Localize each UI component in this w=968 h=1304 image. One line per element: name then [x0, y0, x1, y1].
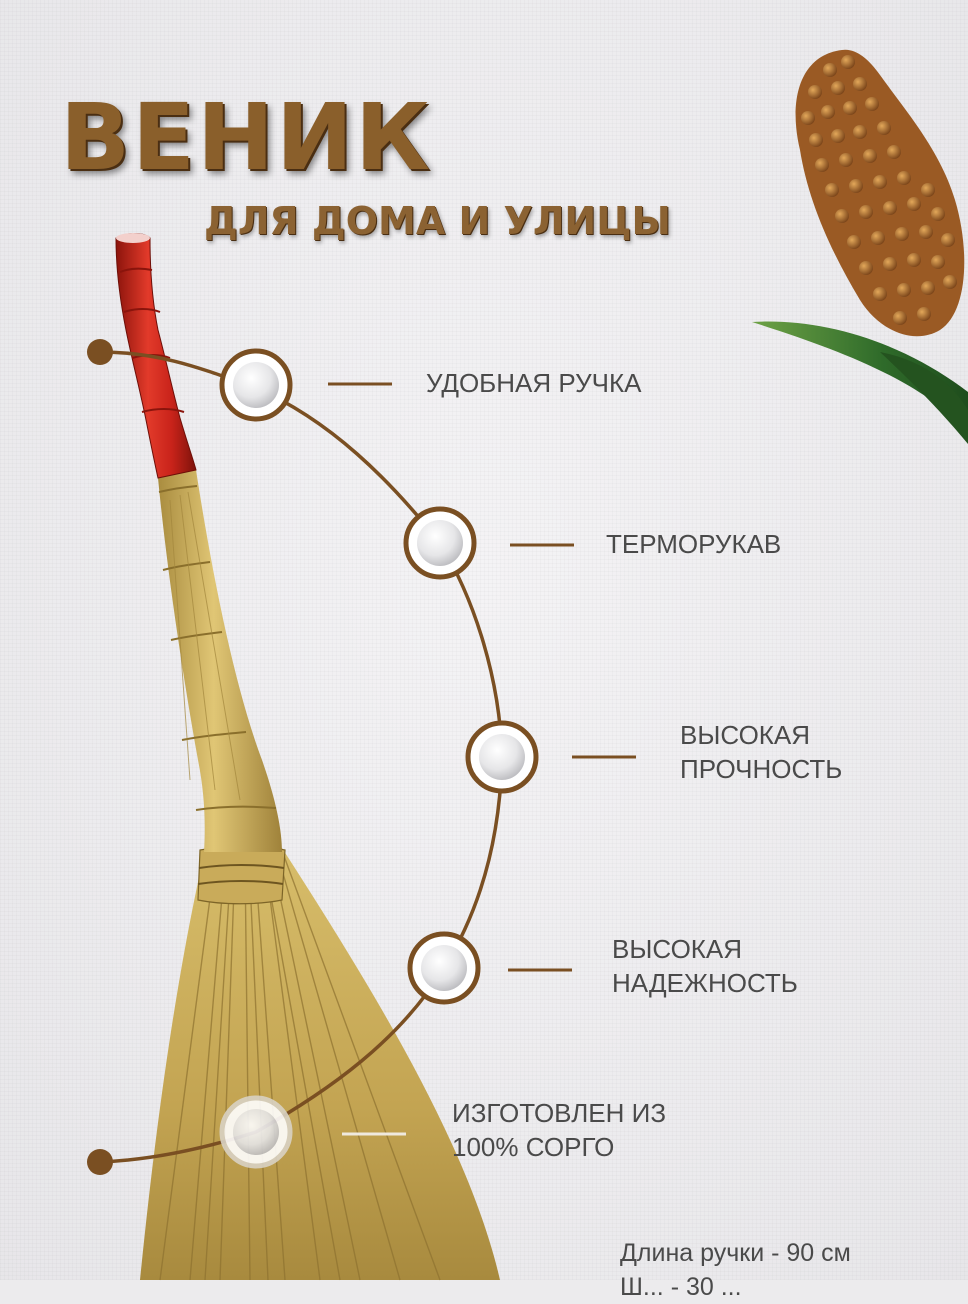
broom-bristle-lines [159, 855, 441, 1281]
sorghum-plant [752, 49, 968, 444]
feature-marker-strength [465, 720, 539, 794]
arc-end-dot-bottom [87, 1149, 113, 1175]
broom-handle-cap [116, 233, 150, 243]
feature-marker-sorghum [219, 1095, 293, 1169]
feature-marker-sleeve [403, 506, 477, 580]
product-specs: Длина ручки - 90 см Ш... - 30 ... [620, 1236, 851, 1304]
feature-label-sorghum: ИЗГОТОВЛЕН ИЗ 100% СОРГО [452, 1098, 667, 1162]
spec-handle-length: Длина ручки - 90 см [620, 1239, 851, 1267]
arc-end-dot-top [87, 339, 113, 365]
spec-width: Ш... - 30 ... [620, 1273, 742, 1301]
feature-marker-handle [219, 348, 293, 422]
sorghum-leaf-lower [880, 352, 968, 444]
sorghum-seeds [801, 55, 957, 325]
feature-label-strength: ВЫСОКАЯ ПРОЧНОСТЬ [680, 720, 843, 784]
page-title: ВЕНИК [60, 84, 433, 191]
feature-label-sleeve: ТЕРМОРУКАВ [606, 529, 782, 559]
broom-binding [197, 845, 286, 905]
feature-marker-reliability [407, 931, 481, 1005]
feature-label-reliability: ВЫСОКАЯ НАДЕЖНОСТЬ [612, 934, 798, 998]
sorghum-seed-head [795, 49, 965, 337]
page-subtitle: ДЛЯ ДОМА И УЛИЦЫ [204, 199, 671, 243]
broom-brush [140, 848, 500, 1280]
feature-label-handle: УДОБНАЯ РУЧКА [426, 368, 642, 398]
broom-shaft [158, 470, 282, 852]
